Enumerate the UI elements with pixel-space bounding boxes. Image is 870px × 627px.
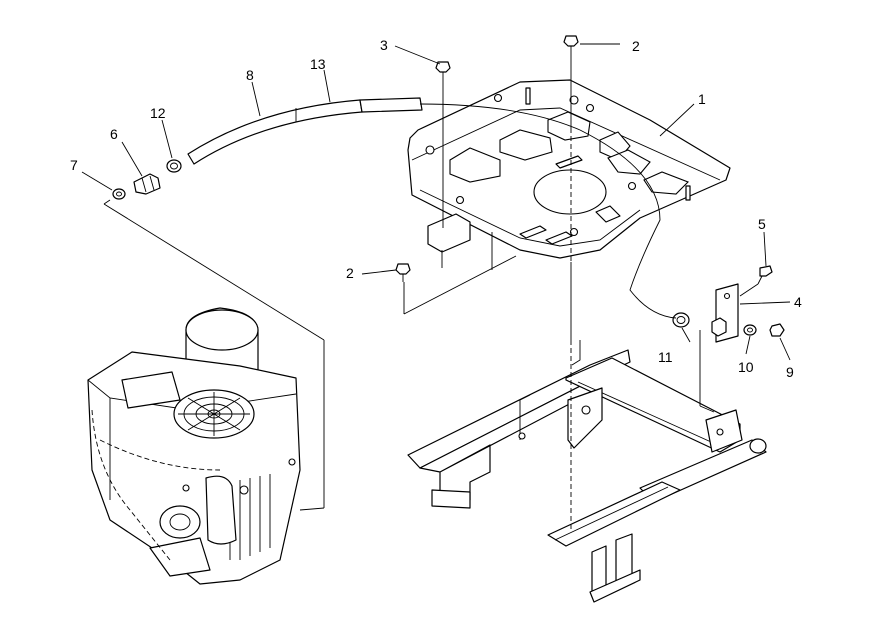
callout-5: 5 [758, 216, 766, 232]
hose-8 [187, 97, 677, 319]
bolt-2-left [395, 263, 411, 282]
clamp-12 [166, 159, 182, 173]
fitting-6 [133, 173, 161, 195]
callout-11: 11 [658, 349, 673, 365]
callout-13: 13 [310, 56, 326, 72]
callout-12: 12 [150, 105, 166, 121]
callout-2-top: 2 [632, 38, 640, 54]
bolt-5 [757, 265, 773, 285]
leader-lines [81, 43, 791, 532]
callouts: 1 2 2 3 4 5 6 7 8 9 10 11 12 13 [70, 37, 802, 380]
frame-assembly [407, 340, 767, 603]
callout-1: 1 [698, 91, 706, 107]
seat-pan [407, 79, 731, 270]
callout-3: 3 [380, 37, 388, 53]
callout-8: 8 [246, 67, 254, 83]
callout-7: 7 [70, 157, 78, 173]
switch-11 [672, 312, 690, 328]
washer-7 [112, 188, 126, 200]
bolt-3 [435, 61, 451, 80]
engine [87, 307, 301, 585]
callout-4: 4 [794, 294, 802, 310]
callout-6: 6 [110, 126, 118, 142]
callout-10: 10 [738, 359, 754, 375]
callout-2-left: 2 [346, 265, 354, 281]
bolt-2-top [563, 35, 579, 52]
callout-9: 9 [786, 364, 794, 380]
nut-and-washer [711, 317, 785, 337]
